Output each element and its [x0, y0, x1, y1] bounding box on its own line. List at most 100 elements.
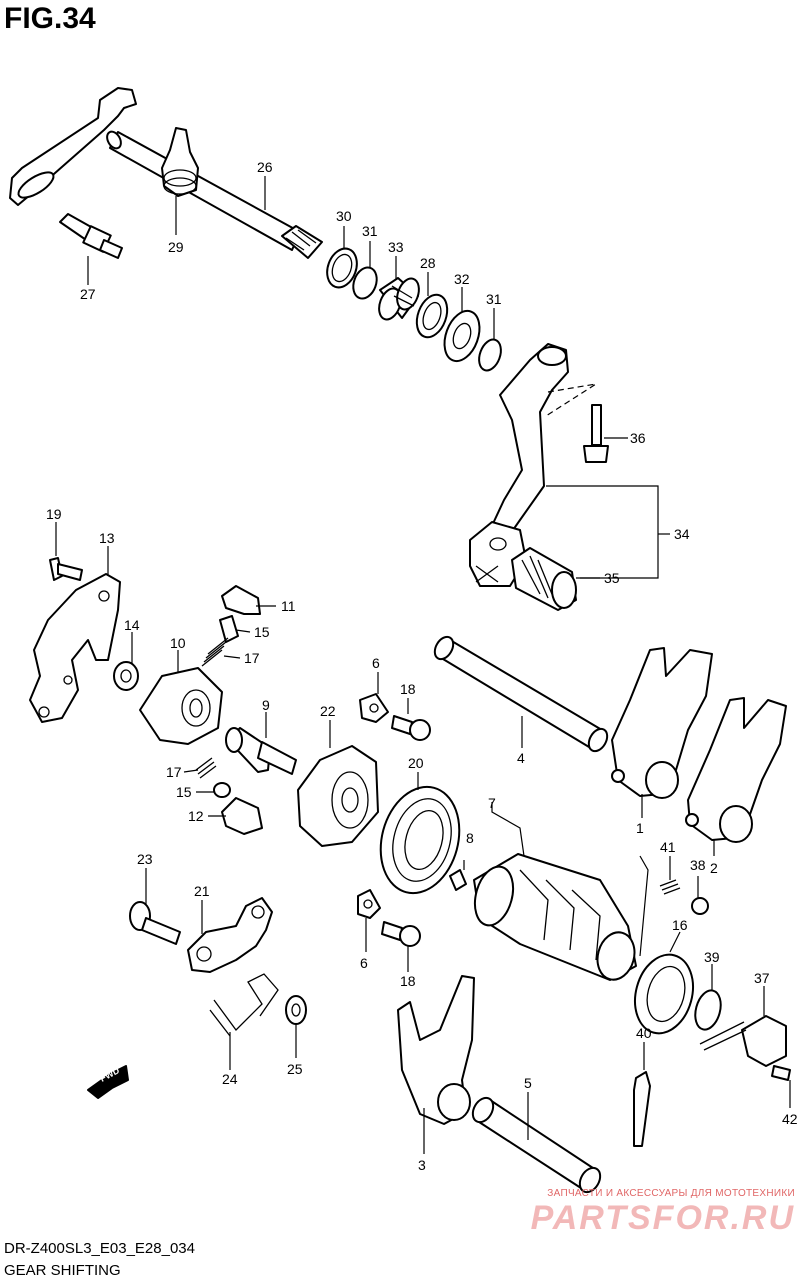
callout-39: 39 [704, 949, 720, 965]
lever-rubber-35[interactable] [511, 547, 577, 611]
callout-14: 14 [124, 617, 140, 633]
o-ring-39[interactable] [691, 988, 725, 1033]
spring-41[interactable] [659, 879, 681, 895]
callout-1: 1 [636, 820, 644, 836]
callout-36: 36 [630, 430, 646, 446]
pawl-12[interactable] [221, 797, 263, 835]
washer-32[interactable] [438, 306, 486, 366]
stopper-6b[interactable] [357, 889, 381, 919]
callout-8: 8 [466, 830, 474, 846]
cam-driven-gear-22[interactable] [297, 745, 379, 847]
spring-17a[interactable] [201, 637, 229, 667]
stopper-plate-13[interactable] [29, 573, 121, 723]
callout-18a: 18 [400, 681, 416, 697]
leader-lines [55, 176, 791, 1154]
shift-fork-3[interactable] [397, 975, 475, 1125]
callout-26: 26 [257, 159, 273, 175]
shaft-spring[interactable] [161, 127, 199, 197]
fork-shaft-5[interactable] [469, 1094, 605, 1196]
watermark-tagline: ЗАПЧАСТИ И АКСЕССУАРЫ ДЛЯ МОТОТЕХНИКИ [547, 1188, 795, 1199]
bush-14[interactable] [113, 661, 139, 691]
callout-15b: 15 [176, 784, 192, 800]
bolt-23[interactable] [129, 901, 181, 945]
gearshift-lever[interactable] [469, 343, 597, 587]
callout-41: 41 [660, 839, 676, 855]
callout-15a: 15 [254, 624, 270, 640]
fwd-arrow-icon: FWD [87, 1065, 129, 1099]
watermark-brand: PARTSFOR.RU [530, 1199, 795, 1237]
screw-42[interactable] [771, 1065, 791, 1081]
stopper-bolt[interactable] [59, 213, 123, 259]
pin-8[interactable] [449, 869, 467, 891]
spring-24[interactable] [209, 973, 279, 1037]
pawl-lifter-10[interactable] [139, 667, 223, 745]
gearshift-cam-7[interactable] [469, 853, 640, 984]
washer-25[interactable] [285, 995, 307, 1025]
callout-17a: 17 [244, 650, 260, 666]
callout-6a: 6 [372, 655, 380, 671]
diagram-code: DR-Z400SL3_E03_E28_034 [4, 1240, 195, 1257]
callout-3: 3 [418, 1157, 426, 1173]
spring-17b[interactable] [195, 757, 217, 779]
switch-37[interactable] [699, 1015, 787, 1067]
callout-25: 25 [287, 1061, 303, 1077]
gearshift-shaft[interactable] [9, 87, 323, 259]
callout-24: 24 [222, 1071, 238, 1087]
screw-19[interactable] [49, 557, 83, 581]
stopper-6a[interactable] [359, 693, 389, 723]
callout-21: 21 [194, 883, 210, 899]
callout-9: 9 [262, 697, 270, 713]
screw-18b[interactable] [381, 921, 421, 947]
callout-19: 19 [46, 506, 62, 522]
callout-11: 11 [281, 598, 296, 614]
needle-bearing-33[interactable] [375, 276, 423, 323]
oil-seal-28[interactable] [411, 291, 452, 342]
callout-7: 7 [488, 795, 496, 811]
callout-10: 10 [170, 635, 186, 651]
callout-29: 29 [168, 239, 184, 255]
callout-35: 35 [604, 570, 620, 586]
callout-4: 4 [517, 750, 525, 766]
cam-stopper-21[interactable] [187, 897, 273, 973]
figure-title: FIG.34 [4, 2, 96, 35]
diagram-name: GEAR SHIFTING [4, 1262, 121, 1279]
callout-6b: 6 [360, 955, 368, 971]
washer-30[interactable] [322, 244, 362, 291]
callout-2: 2 [710, 860, 718, 876]
callout-34: 34 [674, 526, 690, 542]
callout-32: 32 [454, 271, 470, 287]
callout-17b: 17 [166, 764, 182, 780]
lever-bolt-36[interactable] [583, 404, 609, 463]
circlip-31b[interactable] [475, 337, 505, 374]
fork-shaft-4[interactable] [431, 634, 611, 755]
callout-20: 20 [408, 755, 424, 771]
pin-38[interactable] [691, 897, 709, 915]
callout-30: 30 [336, 208, 352, 224]
callout-31a: 31 [362, 223, 378, 239]
bearing-20[interactable] [369, 778, 470, 902]
callout-38: 38 [690, 857, 706, 873]
callout-37: 37 [754, 970, 770, 986]
callout-31b: 31 [486, 291, 502, 307]
shift-fork-2[interactable] [685, 697, 787, 843]
pin-15a[interactable] [219, 615, 239, 643]
pin-15b[interactable] [213, 782, 231, 798]
callout-16: 16 [672, 917, 688, 933]
callout-18b: 18 [400, 973, 416, 989]
bearing-16[interactable] [627, 948, 702, 1040]
callout-40: 40 [636, 1025, 652, 1041]
shift-fork-1[interactable] [611, 647, 713, 799]
shift-cam-pin-9[interactable] [225, 727, 297, 775]
callout-42: 42 [782, 1111, 798, 1127]
callout-27: 27 [80, 286, 96, 302]
pawl-11[interactable] [221, 585, 261, 615]
callouts: 1 2 3 4 5 6 6 7 8 9 10 11 12 13 14 15 15… [46, 159, 798, 1173]
callout-13: 13 [99, 530, 115, 546]
clamp-40[interactable] [633, 1071, 651, 1147]
callout-28: 28 [420, 255, 436, 271]
callout-5: 5 [524, 1075, 532, 1091]
callout-22: 22 [320, 703, 336, 719]
screw-18a[interactable] [391, 715, 431, 741]
